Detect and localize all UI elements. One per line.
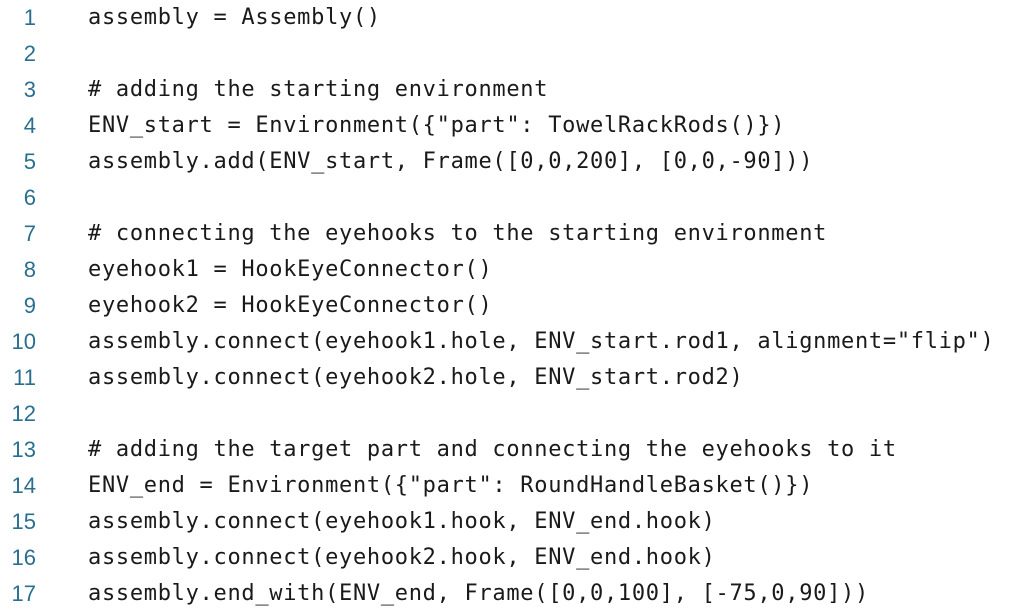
line-code[interactable]: assembly.add(ENV_start, Frame([0,0,200],… xyxy=(88,149,814,174)
code-line: 7 # connecting the eyehooks to the start… xyxy=(0,216,1034,252)
line-number: 8 xyxy=(23,257,36,282)
line-code[interactable]: eyehook2 = HookEyeConnector() xyxy=(88,293,493,318)
line-code[interactable]: assembly.connect(eyehook1.hole, ENV_star… xyxy=(88,329,995,354)
line-number: 14 xyxy=(11,473,36,498)
code-line: 14 ENV_end = Environment({"part": RoundH… xyxy=(0,468,1034,504)
line-code[interactable]: assembly.end_with(ENV_end, Frame([0,0,10… xyxy=(88,581,869,606)
code-line: 13 # adding the target part and connecti… xyxy=(0,432,1034,468)
line-number: 15 xyxy=(11,509,36,534)
code-line: 9 eyehook2 = HookEyeConnector() xyxy=(0,288,1034,324)
code-line: 11 assembly.connect(eyehook2.hole, ENV_s… xyxy=(0,360,1034,396)
line-number: 4 xyxy=(23,113,36,138)
line-number: 12 xyxy=(11,401,36,426)
line-code[interactable]: assembly.connect(eyehook1.hook, ENV_end.… xyxy=(88,509,716,534)
code-line: 5 assembly.add(ENV_start, Frame([0,0,200… xyxy=(0,144,1034,180)
line-code[interactable]: ENV_start = Environment({"part": TowelRa… xyxy=(88,113,786,138)
code-line: 16 assembly.connect(eyehook2.hook, ENV_e… xyxy=(0,540,1034,576)
line-number: 11 xyxy=(13,365,36,390)
code-line: 8 eyehook1 = HookEyeConnector() xyxy=(0,252,1034,288)
code-line: 1 assembly = Assembly() xyxy=(0,0,1034,36)
code-line: 6 xyxy=(0,180,1034,216)
line-code[interactable]: # adding the target part and connecting … xyxy=(88,437,897,462)
code-line: 10 assembly.connect(eyehook1.hole, ENV_s… xyxy=(0,324,1034,360)
line-number: 7 xyxy=(23,221,36,246)
line-code[interactable]: # connecting the eyehooks to the startin… xyxy=(88,221,828,246)
line-code[interactable]: # adding the starting environment xyxy=(88,77,549,102)
line-code[interactable]: ENV_end = Environment({"part": RoundHand… xyxy=(88,473,814,498)
line-number: 9 xyxy=(23,293,36,318)
code-line: 12 xyxy=(0,396,1034,432)
line-number: 16 xyxy=(11,545,36,570)
line-number: 10 xyxy=(11,329,36,354)
line-number: 5 xyxy=(23,149,36,174)
line-number: 13 xyxy=(11,437,36,462)
line-code[interactable]: eyehook1 = HookEyeConnector() xyxy=(88,257,493,282)
line-code[interactable]: assembly.connect(eyehook2.hole, ENV_star… xyxy=(88,365,744,390)
code-line: 15 assembly.connect(eyehook1.hook, ENV_e… xyxy=(0,504,1034,540)
code-line: 4 ENV_start = Environment({"part": Towel… xyxy=(0,108,1034,144)
code-line: 2 xyxy=(0,36,1034,72)
line-number: 6 xyxy=(23,185,36,210)
line-number: 2 xyxy=(23,41,36,66)
line-number: 3 xyxy=(23,77,36,102)
line-number: 1 xyxy=(23,5,36,30)
code-line: 17 assembly.end_with(ENV_end, Frame([0,0… xyxy=(0,576,1034,612)
line-code[interactable]: assembly = Assembly() xyxy=(88,5,381,30)
code-line: 3 # adding the starting environment xyxy=(0,72,1034,108)
line-number: 17 xyxy=(11,581,36,606)
line-code[interactable]: assembly.connect(eyehook2.hook, ENV_end.… xyxy=(88,545,716,570)
